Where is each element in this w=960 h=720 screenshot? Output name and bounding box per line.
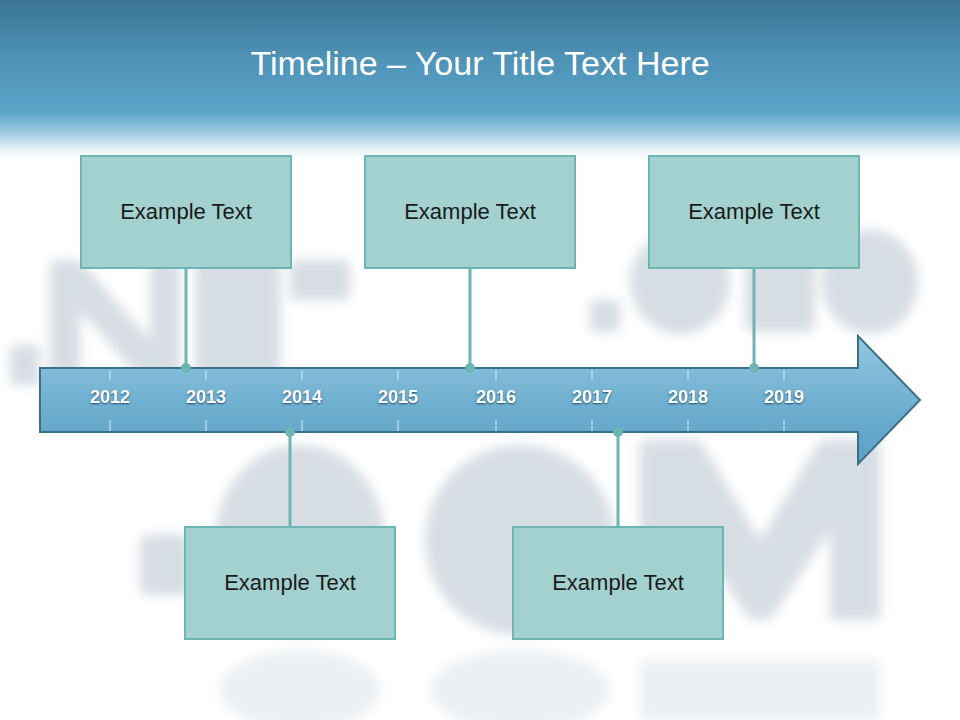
event-text: Example Text [224,570,356,596]
connector-dot [749,363,759,373]
year-label: 2016 [476,387,516,408]
tick-line [206,420,207,431]
timeline-connector [465,269,475,373]
connector-dot [465,363,475,373]
timeline-connector [749,269,759,373]
tick-line [496,420,497,431]
connector-dot [285,427,295,437]
tick-line [110,420,111,431]
connector-line [753,269,756,368]
year-label: 2019 [764,387,804,408]
event-box: Example Text [364,155,576,269]
event-text: Example Text [404,199,536,225]
connector-dot [181,363,191,373]
timeline-arrow: 2012 2013 2014 2015 2016 2017 2018 2019 [38,334,922,466]
tick-line [592,420,593,431]
year-label: 2017 [572,387,612,408]
arrow-body [40,336,920,464]
tick-line [688,370,689,380]
connector-line [185,269,188,368]
connector-line [289,432,292,526]
tick-line [496,370,497,380]
tick-line [398,420,399,431]
tick-line [592,370,593,380]
tick-line [784,370,785,380]
event-box: Example Text [80,155,292,269]
connector-line [469,269,472,368]
reflection [220,650,880,720]
tick-line [302,370,303,380]
tick-line [784,420,785,431]
connector-dot [613,427,623,437]
event-text: Example Text [688,199,820,225]
year-label: 2012 [90,387,130,408]
timeline-connector [285,427,295,526]
blurred-letters [10,230,918,635]
tick-line [206,370,207,380]
tick-line [688,420,689,431]
tick-line [398,370,399,380]
year-label: 2018 [668,387,708,408]
slide-title: Timeline – Your Title Text Here [0,44,960,83]
tick-line [110,370,111,380]
year-label: 2014 [282,387,322,408]
connector-line [617,432,620,526]
year-label: 2013 [186,387,226,408]
event-box: Example Text [512,526,724,640]
event-box: Example Text [648,155,860,269]
tick-line [302,420,303,431]
timeline-connector [613,427,623,526]
event-box: Example Text [184,526,396,640]
timeline-connector [181,269,191,373]
event-text: Example Text [552,570,684,596]
year-label: 2015 [378,387,418,408]
event-text: Example Text [120,199,252,225]
